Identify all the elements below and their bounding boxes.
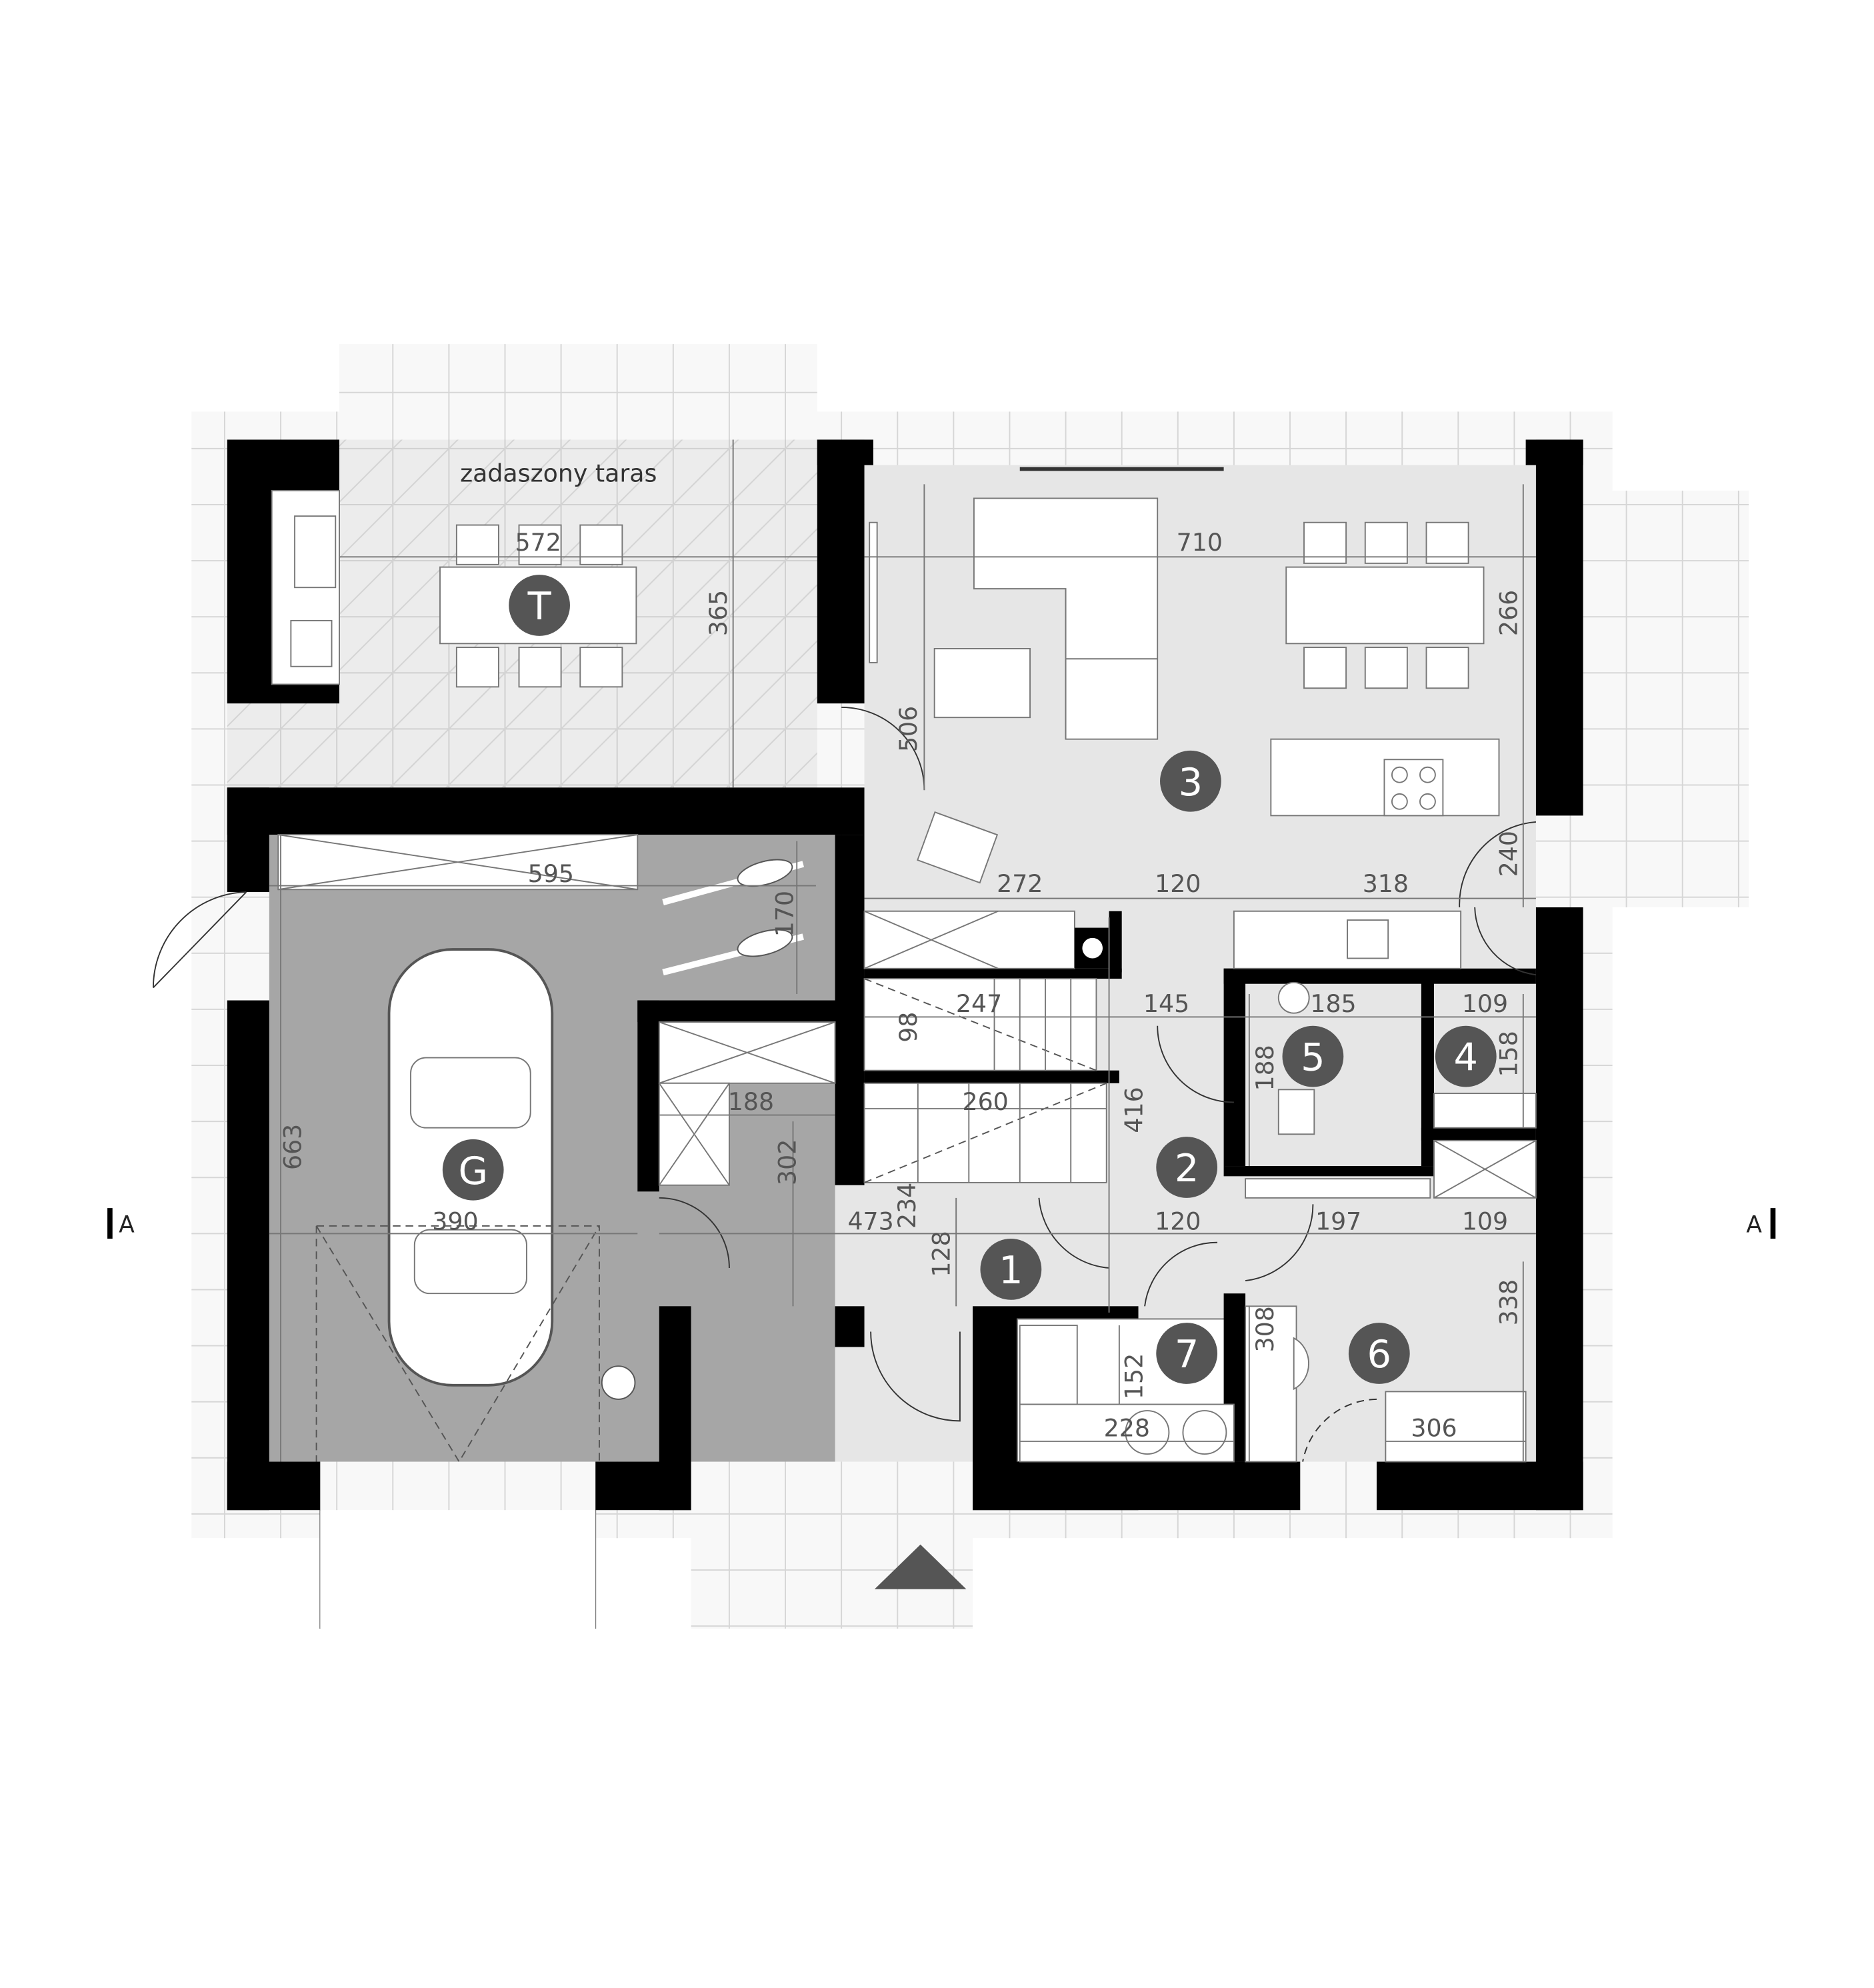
dim-197: 197 (1315, 1207, 1361, 1236)
section-mark-left: A (107, 1208, 135, 1239)
room-marker-4: 4 (1435, 1025, 1497, 1087)
room-marker-1: 1 (980, 1239, 1042, 1300)
room-marker-terrace: T (509, 575, 570, 636)
room-marker-garage: G (442, 1139, 504, 1201)
room-marker-6: 6 (1348, 1323, 1410, 1384)
staircase (863, 978, 1107, 1183)
room-marker-7: 7 (1156, 1323, 1218, 1384)
dim-120a: 120 (1155, 869, 1201, 898)
dim-128: 128 (927, 1231, 956, 1277)
svg-text:2: 2 (1175, 1146, 1199, 1191)
dim-234: 234 (893, 1183, 921, 1229)
dim-338: 338 (1494, 1279, 1523, 1325)
dim-garage-width: 390 (432, 1207, 478, 1236)
living-furniture (869, 497, 1485, 884)
dim-garage-top: 595 (528, 859, 574, 888)
room-markers: T G 1 2 3 4 5 6 7 (442, 575, 1497, 1384)
dim-188b: 188 (1251, 1045, 1279, 1091)
svg-text:3: 3 (1179, 760, 1203, 805)
dim-306: 306 (1411, 1413, 1457, 1442)
terrace-label: zadaszony taras (460, 459, 657, 488)
room-marker-2: 2 (1156, 1137, 1218, 1198)
dim-living-depth: 266 (1494, 590, 1523, 636)
cooktop-icon (1383, 759, 1444, 817)
dim-garage-depth: 663 (279, 1124, 307, 1170)
dim-living-side: 506 (894, 706, 923, 752)
dim-188a: 188 (728, 1087, 774, 1116)
dimension-labels: 572 710 595 272 120 318 247 145 185 109 … (279, 528, 1523, 1443)
dim-260: 260 (962, 1087, 1008, 1116)
wardrobe-hall (658, 910, 1109, 1186)
bathroom-fixtures (1019, 981, 1537, 1463)
dim-240: 240 (1494, 831, 1523, 877)
entrance-arrow-icon (874, 1544, 967, 1589)
svg-text:A: A (119, 1211, 135, 1238)
dim-terrace-width: 572 (515, 528, 561, 557)
svg-text:6: 6 (1367, 1332, 1391, 1377)
dim-302: 302 (773, 1139, 801, 1185)
dim-416: 416 (1119, 1087, 1148, 1133)
dim-109b: 109 (1462, 1207, 1508, 1236)
dim-185: 185 (1310, 989, 1356, 1018)
dim-152: 152 (1119, 1353, 1148, 1399)
dim-109a: 109 (1462, 989, 1508, 1018)
svg-text:1: 1 (999, 1248, 1023, 1293)
svg-text:7: 7 (1175, 1332, 1199, 1377)
dim-bike-depth: 170 (770, 891, 799, 937)
dim-272: 272 (997, 869, 1043, 898)
svg-text:T: T (527, 584, 552, 629)
dim-158: 158 (1494, 1031, 1523, 1077)
room-marker-5: 5 (1282, 1025, 1344, 1087)
dim-318: 318 (1363, 869, 1409, 898)
room-marker-3: 3 (1160, 750, 1221, 812)
dim-308: 308 (1251, 1306, 1279, 1352)
svg-text:A: A (1746, 1211, 1762, 1238)
dimension-lines (269, 439, 1536, 1462)
svg-text:4: 4 (1454, 1035, 1478, 1080)
doors (152, 467, 1537, 1462)
dim-terrace-depth: 365 (704, 590, 733, 636)
dim-145: 145 (1143, 989, 1189, 1018)
svg-text:5: 5 (1301, 1035, 1325, 1080)
dim-98: 98 (894, 1012, 923, 1043)
section-mark-right: A (1746, 1208, 1776, 1239)
dim-living-width: 710 (1177, 528, 1223, 557)
dim-120b: 120 (1155, 1207, 1201, 1236)
dim-228: 228 (1104, 1413, 1150, 1442)
svg-text:G: G (458, 1149, 487, 1193)
bicycle-icon (662, 859, 805, 976)
kitchen (1233, 738, 1500, 969)
dim-247: 247 (956, 989, 1002, 1018)
dim-473: 473 (847, 1207, 893, 1236)
